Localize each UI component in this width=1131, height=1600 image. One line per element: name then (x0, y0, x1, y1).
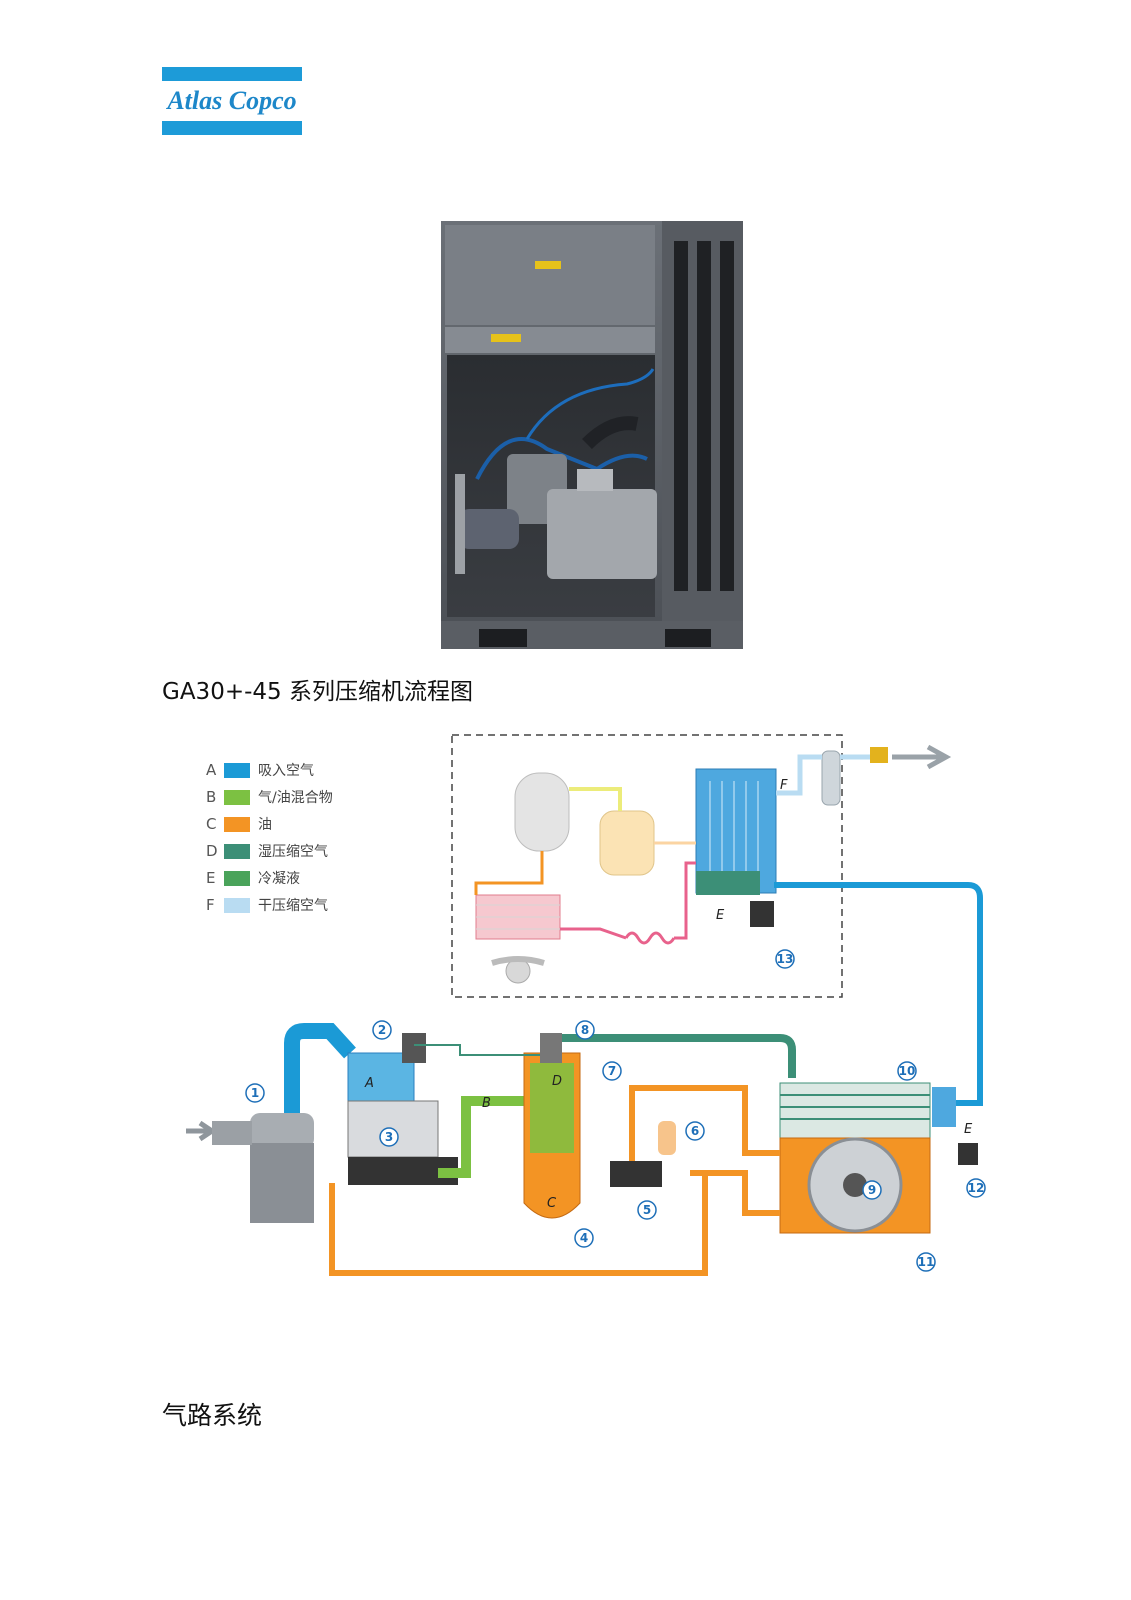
legend-item: B 气/油混合物 (206, 788, 333, 806)
logo-band-bottom (162, 121, 302, 135)
separator-vessel (599, 810, 655, 876)
legend-label: 冷凝液 (258, 871, 300, 887)
air-oil-pipe (438, 1096, 530, 1178)
legend: A 吸入空气 B 气/油混合物 C 油 D 湿压缩空气 E 冷凝液 F 干压缩空… (206, 761, 333, 914)
callout: 11 (916, 1252, 936, 1272)
svg-text:5: 5 (643, 1203, 651, 1217)
svg-text:6: 6 (691, 1124, 699, 1138)
legend-letter: E (206, 869, 215, 887)
refrigerant-receiver (514, 772, 570, 852)
svg-text:11: 11 (918, 1255, 935, 1269)
path-letter-e: E (716, 908, 725, 923)
condensate-drain (958, 1143, 978, 1165)
legend-label: 吸入空气 (258, 763, 314, 779)
path-letter-a: A (364, 1076, 374, 1091)
svg-text:1: 1 (251, 1086, 259, 1100)
air-filter (250, 1113, 314, 1149)
wet-air-pipe (562, 1034, 796, 1078)
oil-circuit-pipe (329, 1085, 780, 1276)
atlas-copco-logo: Atlas Copco (162, 67, 302, 135)
section-heading: 气路系统 (162, 1401, 263, 1430)
callout: 12 (966, 1178, 986, 1198)
legend-swatch (224, 763, 250, 778)
legend-item: A 吸入空气 (206, 761, 314, 779)
svg-text:9: 9 (868, 1183, 876, 1197)
svg-text:12: 12 (968, 1181, 985, 1195)
legend-label: 湿压缩空气 (258, 844, 328, 860)
oil-filter (658, 1121, 676, 1155)
thermostatic-valve (610, 1161, 662, 1187)
callout: 9 (862, 1180, 882, 1200)
svg-text:8: 8 (581, 1023, 589, 1037)
path-letter-e: E (964, 1122, 973, 1137)
solenoid-valve (402, 1033, 426, 1063)
outlet-valve (870, 747, 888, 763)
callout: 6 (685, 1121, 705, 1141)
water-separator (932, 1087, 956, 1127)
callout: 13 (775, 949, 795, 969)
fan-motor (505, 958, 531, 984)
callout: 8 (575, 1020, 595, 1040)
main-circuit (186, 882, 983, 1276)
svg-text:13: 13 (777, 952, 794, 966)
air-filter-body (250, 1143, 314, 1223)
legend-label: 油 (258, 817, 272, 833)
legend-item: E 冷凝液 (206, 869, 300, 887)
legend-swatch (224, 817, 250, 832)
intake-air-pipe (284, 1023, 356, 1123)
callout: 3 (379, 1127, 399, 1147)
path-letter-d: D (552, 1074, 562, 1089)
diagram-caption: GA30+-45 系列压缩机流程图 (162, 679, 473, 705)
path-letter-b: B (482, 1096, 491, 1111)
compressor-flow-diagram: A 吸入空气 B 气/油混合物 C 油 D 湿压缩空气 E 冷凝液 F 干压缩空… (186, 734, 986, 1276)
callout: 10 (897, 1061, 917, 1081)
air-cooler (779, 1082, 931, 1139)
dryer-boundary (451, 734, 843, 998)
refrigerant-dryer (474, 744, 952, 984)
callout: 1 (245, 1083, 265, 1103)
logo-text: Atlas Copco (165, 86, 296, 115)
legend-letter: A (206, 761, 217, 779)
legend-swatch (224, 871, 250, 886)
moisture-trap (696, 871, 760, 895)
compressor-photo (441, 221, 743, 649)
legend-swatch (224, 898, 250, 913)
legend-swatch (224, 790, 250, 805)
logo-band-top (162, 67, 302, 81)
drain-valve (750, 901, 774, 927)
intake-arrow-icon (186, 1120, 217, 1142)
svg-text:3: 3 (385, 1130, 393, 1144)
svg-text:4: 4 (580, 1231, 588, 1245)
capillary-coil (624, 931, 676, 945)
legend-letter: F (206, 896, 215, 914)
legend-label: 干压缩空气 (258, 898, 328, 914)
legend-item: F 干压缩空气 (206, 896, 328, 914)
separator-element (540, 1033, 562, 1063)
path-letter-f: F (780, 778, 788, 793)
callout: 2 (372, 1020, 392, 1040)
legend-letter: B (206, 788, 216, 806)
legend-letter: C (206, 815, 216, 833)
legend-item: C 油 (206, 815, 272, 833)
legend-letter: D (206, 842, 218, 860)
path-letter-c: C (547, 1196, 557, 1211)
svg-text:10: 10 (899, 1064, 916, 1078)
cooled-air-pipe (774, 882, 983, 1106)
legend-label: 气/油混合物 (258, 790, 333, 806)
filter (821, 750, 841, 806)
svg-text:7: 7 (608, 1064, 616, 1078)
outlet-arrow-icon (892, 744, 952, 770)
legend-swatch (224, 844, 250, 859)
callout: 7 (602, 1061, 622, 1081)
svg-text:2: 2 (378, 1023, 386, 1037)
callout: 5 (637, 1200, 657, 1220)
legend-item: D 湿压缩空气 (206, 842, 328, 860)
callout: 4 (574, 1228, 594, 1248)
